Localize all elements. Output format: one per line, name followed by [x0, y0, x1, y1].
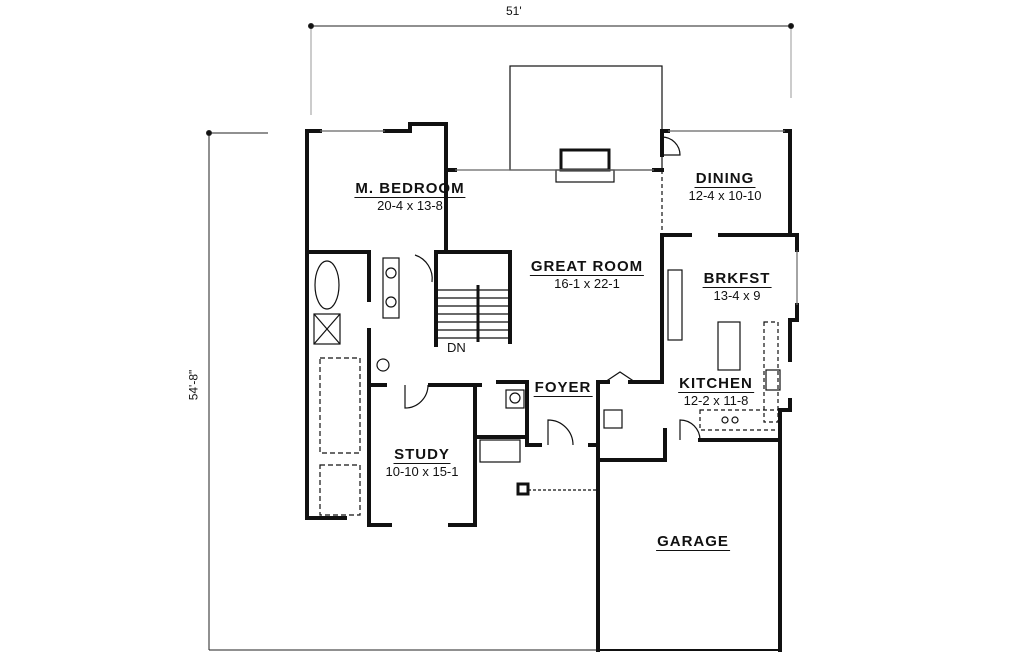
width-dimension-label: 51' — [506, 4, 522, 18]
door-swing — [404, 384, 429, 409]
dimension-lines — [206, 23, 794, 651]
sink-icon — [385, 296, 397, 308]
fireplace-icon — [559, 148, 611, 172]
room-name: BRKFST — [702, 270, 772, 288]
room-dining: DINING 12-4 x 10-10 — [688, 170, 762, 204]
toilet-icon — [376, 358, 390, 372]
stairs — [436, 285, 510, 342]
room-size: 16-1 x 22-1 — [554, 276, 620, 291]
door-swing — [414, 254, 433, 283]
room-study: STUDY 10-10 x 15-1 — [385, 446, 459, 480]
room-name: DINING — [694, 170, 756, 188]
tub — [479, 439, 521, 463]
room-name: FOYER — [533, 379, 593, 397]
room-name: GARAGE — [656, 533, 730, 551]
room-kitchen: KITCHEN 12-2 x 11-8 — [678, 375, 754, 408]
stairs-down-label: DN — [447, 340, 466, 355]
room-size: 20-4 x 13-8 — [377, 198, 443, 213]
counter — [667, 269, 683, 341]
room-size: 10-10 x 15-1 — [385, 464, 459, 479]
room-name: KITCHEN — [678, 375, 754, 393]
room-name: M. BEDROOM — [354, 180, 466, 198]
room-foyer: FOYER — [533, 379, 593, 397]
fixtures — [313, 65, 798, 516]
shower-icon — [313, 313, 341, 345]
room-master-bedroom: M. BEDROOM 20-4 x 13-8 — [354, 180, 466, 213]
bathtub-icon — [314, 260, 340, 310]
room-size: 13-4 x 9 — [713, 288, 761, 303]
door-swing — [679, 419, 701, 441]
room-size: 12-2 x 11-8 — [683, 393, 749, 408]
door-swing — [547, 419, 574, 446]
room-size: 12-4 x 10-10 — [688, 188, 762, 203]
counter — [763, 321, 779, 423]
sink-icon — [385, 267, 397, 279]
room-great-room: GREAT ROOM 16-1 x 22-1 — [529, 258, 645, 291]
kitchen-island — [717, 321, 741, 371]
depth-dimension-label: 54'-8" — [186, 369, 201, 401]
room-name: STUDY — [393, 446, 451, 464]
room-garage: GARAGE — [656, 533, 730, 551]
room-breakfast: BRKFST 13-4 x 9 — [702, 270, 772, 303]
room-name: GREAT ROOM — [529, 258, 645, 276]
bump-out — [509, 65, 663, 171]
door-swing — [661, 136, 681, 156]
